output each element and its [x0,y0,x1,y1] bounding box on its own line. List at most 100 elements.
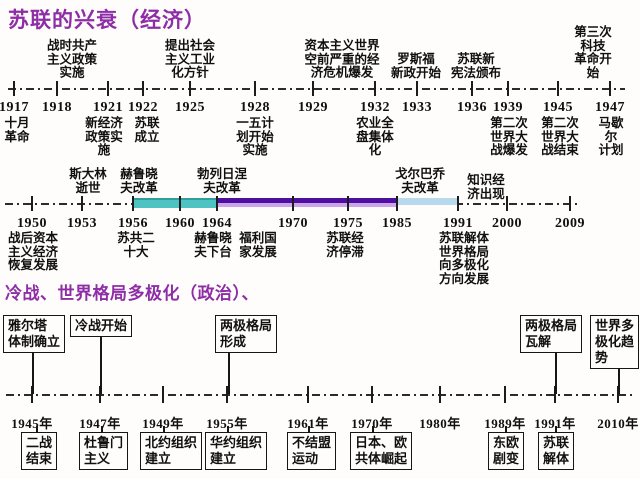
politics-tick [617,386,619,403]
economy-late-year-label: 2009 [555,216,585,231]
politics-connector-line [32,353,34,394]
economy-early-event-label: 一五计 划开始 实施 [236,116,274,157]
economy-late-highlight-teal [133,198,217,208]
economy-early-event-label: 提出社会 主义工业 化方针 [164,38,216,80]
economy-early-tick [189,81,191,96]
economy-early-event-label: 资本主义世界 空前严重的经 济危机爆发 [304,38,380,80]
economy-early-year-label: 1921 [93,100,123,115]
economy-early-tick [13,81,15,96]
politics-year-label: 1989年 [484,416,526,431]
economy-late-tick [81,196,83,211]
politics-event-box: 世界多 极化趋 势 [590,315,640,369]
economy-early-tick [416,81,418,96]
economy-early-year-label: 1936 [457,100,487,115]
economy-late-event-label: 勃列日涅 夫改革 [196,167,248,195]
economy-late-event-label: 战后资本 主义经济 恢复发展 [7,231,59,272]
economy-early-event-label: 罗斯福 新政开始 [390,52,442,80]
economy-late-year-label: 1960 [165,216,195,231]
economy-early-event-label: 马歇尔 计划 [598,116,624,157]
politics-connector-line [308,426,310,432]
politics-tick [226,386,228,403]
economy-late-tick [457,196,459,211]
politics-event-box: 华约组织 建立 [205,432,268,470]
economy-early-event-label: 新经济 政策实 施 [85,116,123,157]
economy-late-event-label: 知识经 济出现 [467,173,505,201]
politics-event-box: 雅尔塔 体制确立 [3,315,66,353]
politics-tick [554,386,556,403]
politics-axis [6,394,636,396]
economy-early-event-label: 苏联新 宪法颁布 [450,52,502,80]
politics-connector-line [555,353,557,394]
economy-late-highlight-purple [217,198,397,207]
economy-late-event-label: 戈尔巴乔 夫改革 [394,167,446,195]
economy-early-event-label: 第二次 世界大 战爆发 [490,116,528,157]
economy-late-event-label: 福利国 家发展 [239,231,277,259]
economy-early-event-label: 苏联 成立 [134,116,160,144]
economy-late-year-label: 1991 [443,216,473,231]
economy-late-tick [506,196,508,211]
economy-early-year-label: 1928 [240,100,270,115]
politics-tick [99,386,101,403]
economy-late-event-label: 苏联解体 世界格局 向多极化 方向发展 [438,231,490,286]
politics-connector-line [372,426,374,432]
politics-tick [504,386,506,403]
economy-late-event-label: 斯大林 逝世 [69,167,107,195]
economy-late-event-label: 赫鲁晓 夫下台 [194,231,232,259]
economy-early-year-label: 1947 [595,100,625,115]
politics-event-box: 不结盟 运动 [287,432,337,470]
politics-tick [307,386,309,403]
politics-connector-line [228,353,230,394]
politics-tick [162,386,164,403]
politics-connector-line [505,426,507,432]
politics-connector-line [36,426,38,432]
politics-connector-line [555,426,557,432]
politics-section-title: 冷战、世界格局多极化（政治）、 [5,284,259,303]
politics-event-box: 日本、欧 共体崛起 [350,432,413,470]
politics-tick [371,386,373,403]
economy-early-tick [374,81,376,96]
economy-early-year-label: 1945 [543,100,573,115]
economy-early-year-label: 1917 [0,100,29,115]
politics-tick [439,386,441,403]
economy-late-event-label: 苏联经 济停滞 [326,231,364,259]
economy-early-tick [142,81,144,96]
politics-event-box: 北约组织 建立 [140,432,203,470]
economy-late-year-label: 1985 [382,216,412,231]
economy-early-tick [107,81,109,96]
economy-early-year-label: 1932 [360,100,390,115]
politics-event-box: 东欧 剧变 [488,432,525,470]
economy-late-year-label: 1964 [202,216,232,231]
economy-section-title: 苏联的兴衰（经济） [8,8,206,32]
economy-late-year-label: 1970 [278,216,308,231]
economy-late-tick [216,196,218,211]
politics-event-box: 杜鲁门 主义 [79,432,129,470]
economy-late-tick [31,196,33,211]
economy-early-tick [254,81,256,96]
economy-early-event-label: 第二次 世界大 战结束 [541,116,579,157]
economy-late-year-label: 1950 [17,216,47,231]
economy-late-event-label: 苏共二 十大 [117,231,155,259]
economy-late-tick [179,196,181,211]
politics-year-label: 2010年 [597,416,639,431]
economy-early-event-label: 十月 革命 [4,116,30,144]
economy-late-tick [569,196,571,211]
politics-year-label: 1991年 [534,416,576,431]
politics-year-label: 1955年 [206,416,248,431]
economy-early-tick [507,81,509,96]
politics-year-label: 1970年 [351,416,393,431]
economy-early-tick [56,81,58,96]
politics-event-box: 冷战开始 [70,315,133,337]
economy-early-event-label: 农业全 盘集体 化 [356,116,394,157]
economy-early-axis [8,88,625,90]
economy-late-year-label: 1975 [333,216,363,231]
economy-late-tick [292,196,294,211]
politics-event-box: 两极格局 瓦解 [520,315,583,353]
economy-early-tick [312,81,314,96]
politics-year-label: 1949年 [142,416,184,431]
politics-connector-line [618,369,620,394]
economy-late-tick [347,196,349,211]
politics-connector-line [227,426,229,432]
economy-early-tick [557,81,559,96]
politics-year-label: 1945年 [11,416,53,431]
politics-connector-line [163,426,165,432]
